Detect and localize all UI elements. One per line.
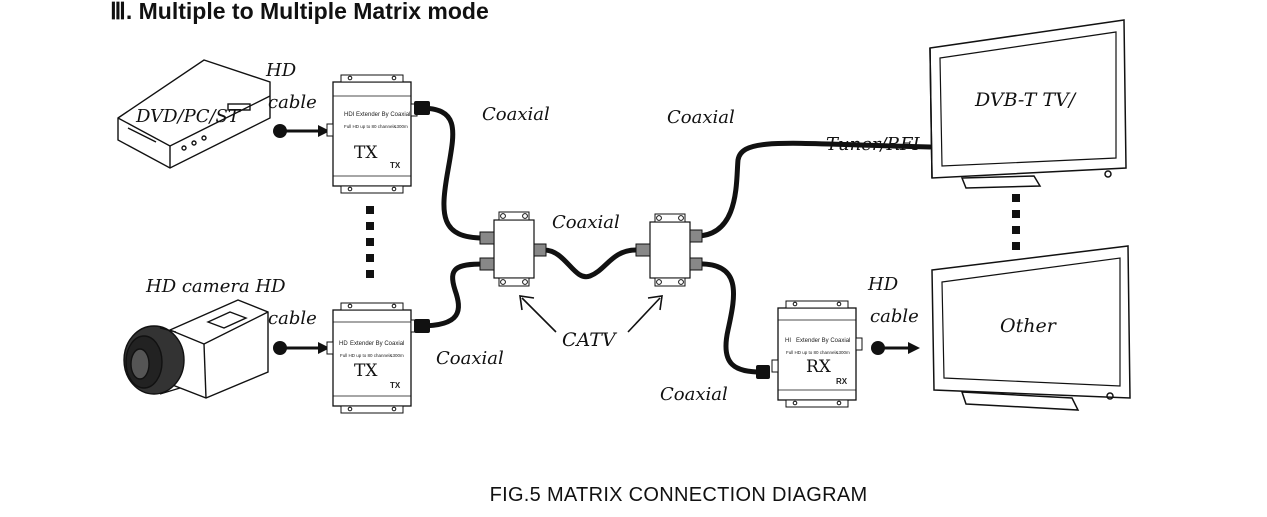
label-coax-tx-top: Coaxial xyxy=(482,104,550,125)
label-coax-tx-bottom: Coaxial xyxy=(436,348,504,369)
more-devices-dots-left xyxy=(366,206,374,278)
rx-unit xyxy=(771,300,863,408)
label-hd-rx: HD xyxy=(867,274,899,295)
cable-plugs xyxy=(414,101,770,379)
coax-tx-bottom-to-splitter xyxy=(417,261,487,329)
coax-splitter-to-rx xyxy=(693,261,765,375)
rx-big-label: RX xyxy=(806,357,832,377)
figure-caption: FIG.5 MATRIX CONNECTION DIAGRAM xyxy=(489,484,868,506)
hdmi-arrow-top xyxy=(273,124,330,138)
rx-title: Extender By Coaxial xyxy=(796,338,850,344)
rx-letters: HI xyxy=(785,338,791,344)
tx-top-title: Extender By Coaxial xyxy=(356,112,410,118)
splitter-right xyxy=(635,213,703,287)
label-cable-top: cable xyxy=(268,92,317,113)
label-tv-bottom: Other xyxy=(1000,315,1058,337)
label-tv-top: DVB-T TV/ xyxy=(974,89,1077,111)
page-title: Ⅲ. Multiple to Multiple Matrix mode xyxy=(110,0,489,24)
tx-top-letters: HDI xyxy=(344,112,355,118)
splitter-left xyxy=(479,211,547,287)
tx-top-big-label: TX xyxy=(354,143,378,163)
label-cable-rx: cable xyxy=(870,306,919,327)
tx-bottom-letters: HD xyxy=(339,341,348,347)
label-dvd: DVD/PC/ST xyxy=(135,106,242,127)
tx-unit-top xyxy=(326,74,418,194)
tx-bottom-subtitle: Full HD up to 80 channel&300m xyxy=(340,353,404,358)
tx-bottom-small-label: TX xyxy=(390,381,401,390)
label-hd-top: HD xyxy=(265,60,297,81)
label-coax-rx: Coaxial xyxy=(660,384,728,405)
coax-splitter-to-tv xyxy=(693,140,933,239)
label-catv: CATV xyxy=(562,329,618,351)
tx-bottom-big-label: TX xyxy=(354,361,378,381)
hdmi-arrow-camera xyxy=(273,341,330,355)
hd-camera-icon xyxy=(123,299,269,399)
coaxial-cables xyxy=(417,105,933,375)
hdmi-arrow-rx xyxy=(871,341,920,355)
coax-splitter-link xyxy=(541,247,639,280)
catv-arrows xyxy=(519,295,663,333)
rx-small-label: RX xyxy=(836,377,848,386)
dvd-player-icon xyxy=(117,59,271,169)
tx-top-small-label: TX xyxy=(390,161,401,170)
more-devices-dots-right xyxy=(1012,194,1020,250)
tv-bottom-icon xyxy=(931,245,1131,411)
label-coax-top-right: Coaxial xyxy=(667,107,735,128)
rx-subtitle: Full HD up to 80 channel&300m xyxy=(786,350,850,355)
coax-tx-top-to-splitter xyxy=(417,105,487,241)
tv-top-icon xyxy=(929,19,1127,189)
label-tuner: Tuner/RFI xyxy=(826,134,921,155)
tx-top-subtitle: Full HD up to 80 channel&300m xyxy=(344,124,408,129)
label-coax-middle: Coaxial xyxy=(552,212,620,233)
label-cable-camera: cable xyxy=(268,308,317,329)
label-camera: HD camera HD xyxy=(145,276,286,297)
tx-unit-bottom xyxy=(326,302,418,414)
tx-bottom-title: Extender By Coaxial xyxy=(350,341,404,347)
